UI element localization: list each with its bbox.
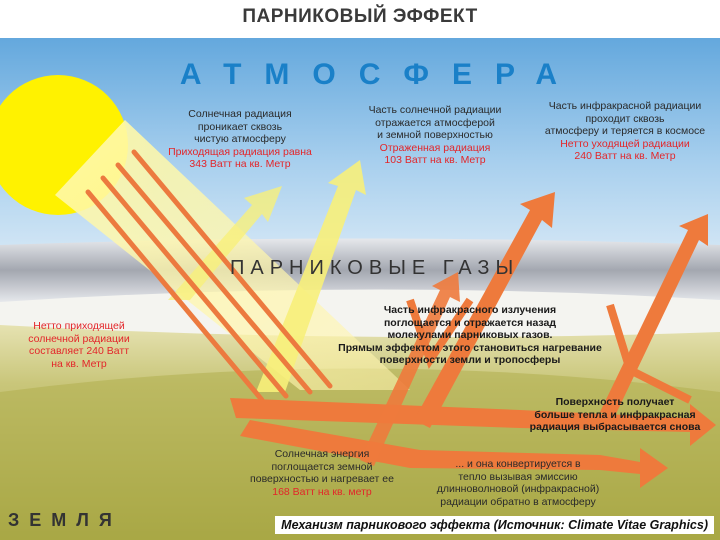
net-incoming-text: Нетто приходящей солнечной радиации сост… (14, 320, 144, 370)
text-line-red: на кв. Метр (51, 357, 107, 370)
ir-absorbed-text: Часть инфракрасного излучения поглощаетс… (305, 304, 635, 367)
surface-gets-text: Поверхность получает больше тепла и инфр… (512, 396, 718, 434)
text-line: тепло вызывая эмиссию (458, 470, 578, 483)
text-line: Солнечная энергия (274, 448, 370, 460)
text-line: Часть инфракрасной радиации (548, 100, 702, 112)
text-line: проходит сквозь (585, 112, 665, 125)
surface-heat-arrow (230, 398, 716, 446)
ir-bounce-arrow-1 (406, 297, 474, 370)
ir-bounce-arrow-tail (628, 366, 692, 404)
reflected-arrow-left (168, 186, 282, 300)
incoming-ray (115, 162, 313, 395)
greenhouse-gases-label: ПАРНИКОВЫЕ ГАЗЫ (230, 257, 520, 279)
figure-caption: Механизм парникового эффекта (Источник: … (275, 516, 714, 534)
text-line: молекулами парниковых газов. (387, 329, 553, 341)
earth-label: ЗЕМЛЯ (8, 510, 122, 530)
incoming-rays (85, 149, 333, 403)
text-line: Поверхность получает (555, 396, 675, 408)
absorbed-heat-arrow (240, 420, 668, 488)
text-line: радиация выбрасывается снова (529, 421, 701, 433)
incoming-radiation-text: Солнечная радиация проникает сквозь чист… (152, 108, 328, 171)
page-title: ПАРНИКОВЫЙ ЭФФЕКТ (242, 6, 478, 27)
text-line-red: 240 Ватт на кв. Метр (574, 150, 676, 162)
text-line-red: 343 Ватт на кв. Метр (189, 158, 291, 170)
converted-energy-text: ... и она конвертируется в тепло вызывая… (420, 458, 616, 508)
text-line: больше тепла и инфракрасная (534, 408, 696, 421)
absorbed-energy-text: Солнечная энергия поглощается земной пов… (238, 448, 406, 498)
sunlight-beam (55, 120, 410, 390)
text-line-red: солнечной радиации (28, 332, 130, 345)
text-line: Часть инфракрасного излучения (383, 304, 557, 316)
text-line-red: 168 Ватт на кв. метр (272, 485, 372, 498)
ir-escape-arrow-1 (414, 192, 555, 428)
text-line-red: составляет 240 Ватт (28, 345, 130, 357)
incoming-ray (131, 149, 333, 389)
outgoing-ir-text: Часть инфракрасной радиации проходит скв… (532, 100, 718, 163)
text-line: чистую атмосферу (194, 133, 286, 145)
text-line: атмосферу и теряется в космосе (544, 125, 706, 137)
text-line: поверхностью и нагревает ее (250, 473, 394, 485)
text-line-red: Отраженная радиация (379, 141, 491, 154)
incoming-ray (100, 175, 289, 399)
text-line: Часть солнечной радиации (368, 104, 502, 116)
text-line: радиации обратно в атмосферу (440, 495, 596, 508)
text-line-red: 103 Ватт на кв. Метр (384, 154, 486, 166)
text-line: и земной поверхностью (377, 129, 493, 141)
reflected-radiation-text: Часть солнечной радиации отражается атмо… (350, 104, 520, 167)
text-line-red: Приходящая радиация равна (168, 145, 312, 158)
text-line: поглощается земной (271, 460, 373, 473)
text-line-red: Нетто уходящей радиации (560, 137, 690, 150)
text-line: Прямым эффектом этого становиться нагрев… (338, 341, 602, 354)
text-line: поглощается и отражается назад (383, 316, 557, 329)
text-line: отражается атмосферой (375, 116, 495, 129)
text-line-red: Нетто приходящей (33, 320, 125, 332)
incoming-ray (85, 189, 265, 403)
text-line: проникает сквозь (197, 120, 283, 133)
text-line: ... и она конвертируется в (455, 458, 581, 470)
atmosphere-label: АТМОСФЕРА (179, 58, 581, 91)
text-line: длинноволновой (инфракрасной) (436, 483, 600, 495)
text-line: Солнечная радиация (188, 108, 292, 120)
title-strip (0, 0, 720, 38)
text-line: поверхности земли и тропосферы (379, 354, 561, 366)
ir-up-arrow-3 (360, 272, 460, 466)
